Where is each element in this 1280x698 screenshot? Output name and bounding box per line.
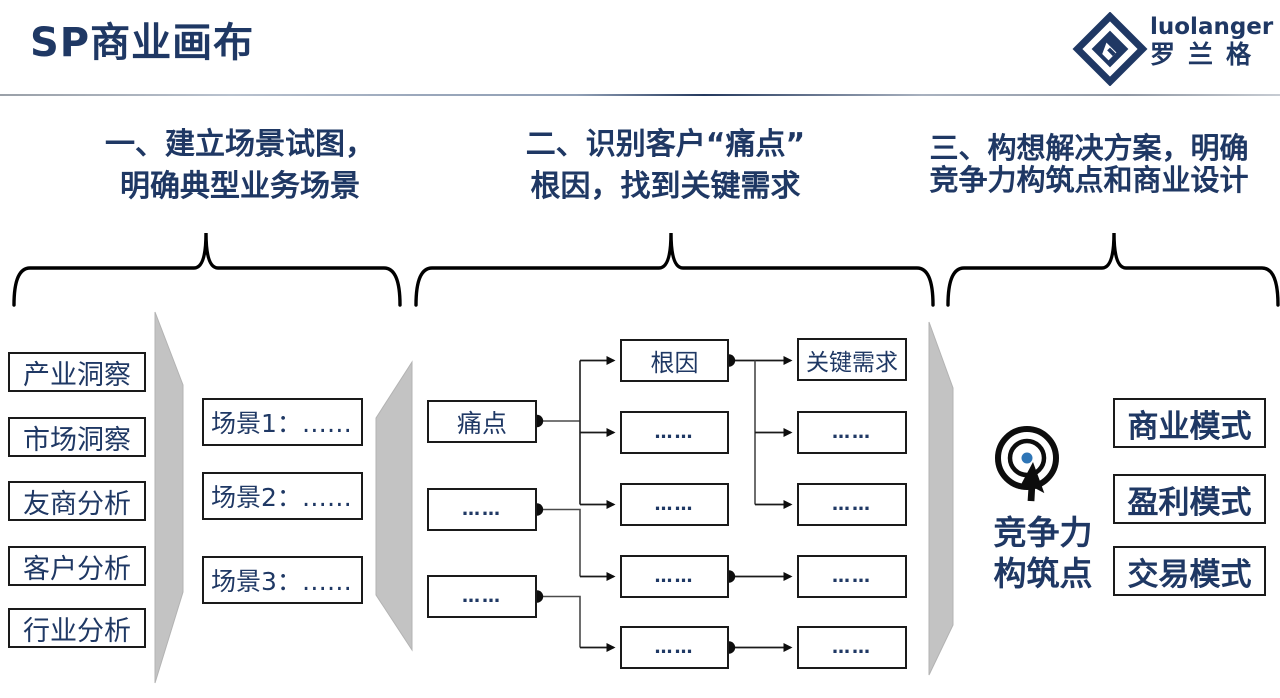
root-cause-box-5: ……: [620, 626, 729, 669]
logo-text: luolanger 罗兰格: [1150, 14, 1274, 69]
brace-section-1: [12, 232, 402, 307]
competitiveness-label-line1: 竞争力: [993, 513, 1093, 552]
root-cause-box: 根因: [620, 339, 729, 382]
profit-model-box: 盈利模式: [1113, 474, 1266, 524]
section-3-line1: 三、构想解决方案，明确: [929, 131, 1249, 165]
logo-name-en: luolanger: [1150, 14, 1274, 40]
competitiveness-label-line2: 构筑点: [993, 554, 1093, 593]
cursor-pointer-icon: [1018, 462, 1045, 502]
target-cursor-icon: [995, 426, 1059, 502]
connector: [537, 508, 581, 577]
section-2-header: 二、识别客户“痛点” 根因，找到关键需求: [468, 124, 863, 208]
analysis-box-competitor: 友商分析: [8, 481, 146, 521]
root-cause-box-4: ……: [620, 555, 729, 598]
title-divider: [0, 94, 1280, 96]
analysis-box-customer: 客户分析: [8, 546, 146, 586]
gray-panel-2: [375, 360, 413, 652]
section-1-header: 一、建立场景试图， 明确典型业务场景: [55, 124, 425, 208]
scenario-1-box: 场景1：……: [202, 398, 363, 446]
pain-point-box-3: ……: [427, 575, 537, 618]
key-need-box-4: ……: [797, 555, 907, 598]
section-1-line2: 明确典型业务场景: [120, 169, 360, 204]
key-need-box-5: ……: [797, 626, 907, 669]
connector: [537, 595, 581, 648]
pain-point-box: 痛点: [427, 400, 537, 443]
page-title: SP商业画布: [30, 20, 255, 66]
pain-point-box-2: ……: [427, 488, 537, 531]
scenario-2-box: 场景2：……: [202, 472, 363, 520]
section-2-line2: 根因，找到关键需求: [530, 169, 801, 204]
logo-name-cn: 罗兰格: [1150, 40, 1265, 69]
scenario-3-box: 场景3：……: [202, 556, 363, 604]
section-1-line1: 一、建立场景试图，: [105, 127, 375, 162]
analysis-box-market-insight: 市场洞察: [8, 417, 146, 457]
brace-section-2: [414, 232, 935, 307]
root-cause-box-3: ……: [620, 483, 729, 526]
gray-panel-1: [154, 311, 184, 684]
diamond-g-logo-icon: [1072, 12, 1148, 86]
key-need-box-3: ……: [797, 483, 907, 526]
section-2-line1: 二、识别客户“痛点”: [525, 127, 806, 162]
key-need-box-2: ……: [797, 411, 907, 454]
analysis-box-industry-analysis: 行业分析: [8, 608, 146, 648]
gray-panel-3: [928, 321, 954, 676]
business-model-box: 商业模式: [1113, 398, 1266, 448]
section-3-header: 三、构想解决方案，明确 竞争力构筑点和商业设计: [896, 132, 1280, 196]
key-need-box: 关键需求: [797, 338, 907, 381]
brace-section-3: [946, 232, 1280, 307]
trade-model-box: 交易模式: [1113, 546, 1266, 596]
section-3-line2: 竞争力构筑点和商业设计: [929, 163, 1249, 197]
analysis-box-industry-insight: 产业洞察: [8, 352, 146, 392]
root-cause-box-2: ……: [620, 411, 729, 454]
competitiveness-label: 竞争力 构筑点: [958, 512, 1128, 594]
